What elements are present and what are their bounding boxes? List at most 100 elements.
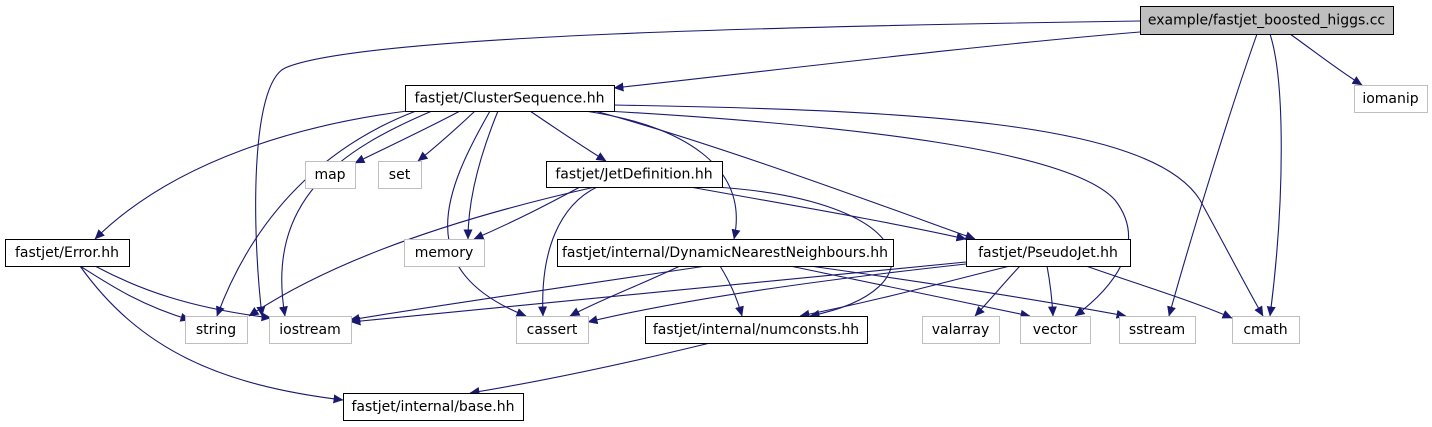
edge-pseudojet-to-vector	[1046, 265, 1057, 317]
node-label: iomanip	[1362, 91, 1418, 107]
include-edge	[1046, 265, 1057, 317]
edge-dnn-to-cassert	[569, 265, 681, 317]
include-edge	[613, 104, 1264, 317]
include-edge	[538, 186, 598, 317]
include-edge	[974, 265, 1021, 317]
node-base[interactable]: fastjet/internal/base.hh	[343, 393, 524, 421]
include-edge	[94, 265, 272, 322]
edge-clusterseq-to-pseudojet	[594, 110, 976, 241]
edge-jetdef-to-memory	[473, 186, 581, 240]
edge-clusterseq-to-iostream	[278, 110, 433, 317]
include-edge	[255, 20, 1141, 317]
include-edge	[689, 186, 967, 242]
edge-pseudojet-to-iostream	[350, 261, 967, 326]
node-label: sstream	[1129, 322, 1185, 338]
edge-numconsts-to-base	[469, 342, 711, 396]
node-label: iostream	[279, 322, 341, 338]
node-label: fastjet/PseudoJet.hh	[978, 245, 1118, 261]
node-box	[516, 316, 589, 344]
node-clusterseq[interactable]: fastjet/ClusterSequence.hh	[405, 85, 615, 112]
include-edge	[529, 110, 607, 162]
file-nodes: example/fastjet_boosted_higgs.cc fastjet/…	[5, 6, 1428, 421]
node-cmath: cmath	[1232, 316, 1300, 344]
node-error[interactable]: fastjet/Error.hh	[5, 239, 130, 267]
edge-pseudojet-to-cassert	[587, 263, 967, 325]
edge-boosted-higgs-to-iomanip	[1289, 33, 1363, 86]
include-edge	[417, 110, 476, 162]
include-edge	[613, 31, 1141, 92]
include-edge	[354, 110, 461, 164]
include-edge	[587, 263, 967, 325]
node-box	[1140, 6, 1394, 35]
edge-error-to-iostream	[94, 265, 272, 322]
include-edge	[799, 265, 1011, 319]
node-valarray: valarray	[922, 316, 1000, 344]
edge-clusterseq-to-vector	[605, 110, 1129, 317]
include-edge	[719, 265, 744, 317]
node-box	[185, 316, 248, 344]
node-jetdef[interactable]: fastjet/JetDefinition.hh	[546, 161, 723, 188]
node-map: map	[305, 161, 356, 189]
node-box	[378, 161, 422, 189]
include-edge	[1167, 33, 1258, 317]
include-edge	[278, 110, 433, 317]
node-box	[557, 239, 894, 267]
node-label: string	[196, 322, 236, 338]
include-edge	[1266, 33, 1282, 317]
edge-jetdef-to-cassert	[538, 186, 598, 317]
edge-clusterseq-to-set	[417, 110, 476, 162]
include-edge	[469, 342, 711, 396]
include-edge	[94, 110, 408, 240]
edge-clusterseq-to-map	[354, 110, 461, 164]
node-sstream: sstream	[1119, 316, 1196, 344]
include-edge	[216, 110, 417, 317]
node-set: set	[378, 161, 422, 189]
node-box	[966, 239, 1131, 267]
node-pseudojet[interactable]: fastjet/PseudoJet.hh	[966, 239, 1131, 267]
node-box	[269, 316, 352, 344]
node-iomanip: iomanip	[1354, 85, 1428, 113]
node-numconsts[interactable]: fastjet/internal/numconsts.hh	[645, 316, 868, 344]
edge-pseudojet-to-cmath	[1085, 265, 1233, 319]
node-label: fastjet/internal/numconsts.hh	[653, 322, 859, 338]
node-label: set	[389, 167, 411, 183]
include-edge	[350, 261, 967, 326]
node-label: valarray	[932, 322, 989, 338]
edge-jetdef-to-pseudojet	[689, 186, 967, 242]
node-cassert: cassert	[516, 316, 589, 344]
edge-error-to-base	[79, 265, 344, 404]
node-box	[1020, 316, 1091, 344]
edge-dnn-to-iostream	[349, 265, 707, 323]
include-edge	[569, 265, 681, 317]
include-edge	[463, 110, 499, 240]
include-edge	[594, 110, 976, 241]
node-label: cassert	[527, 322, 578, 338]
edge-pseudojet-to-valarray	[974, 265, 1021, 317]
edge-boosted-higgs-to-sstream	[1167, 33, 1258, 317]
node-box	[343, 393, 524, 421]
edge-boosted-higgs-to-clusterseq	[613, 31, 1141, 92]
node-box	[405, 85, 615, 112]
node-label: vector	[1033, 322, 1078, 338]
include-edge	[1085, 265, 1233, 319]
node-label: fastjet/ClusterSequence.hh	[415, 91, 605, 107]
node-label: fastjet/internal/DynamicNearestNeighbour…	[562, 245, 888, 261]
edge-clusterseq-to-cmath	[613, 104, 1264, 317]
node-label: cmath	[1243, 322, 1287, 338]
node-label: fastjet/internal/base.hh	[351, 399, 514, 415]
node-box	[5, 239, 130, 267]
node-boosted-higgs[interactable]: example/fastjet_boosted_higgs.cc	[1140, 6, 1394, 35]
node-box	[1354, 85, 1428, 113]
edge-dnn-to-numconsts	[719, 265, 744, 317]
node-memory: memory	[404, 239, 485, 267]
edge-clusterseq-to-memory	[463, 110, 499, 240]
edge-clusterseq-to-error	[94, 110, 408, 240]
edge-dnn-to-sstream	[809, 265, 1127, 319]
node-box	[1232, 316, 1300, 344]
edge-boosted-higgs-to-iostream	[255, 20, 1141, 317]
node-iostream: iostream	[269, 316, 352, 344]
node-box	[305, 161, 356, 189]
node-dnn[interactable]: fastjet/internal/DynamicNearestNeighbour…	[557, 239, 894, 267]
node-box	[1119, 316, 1196, 344]
